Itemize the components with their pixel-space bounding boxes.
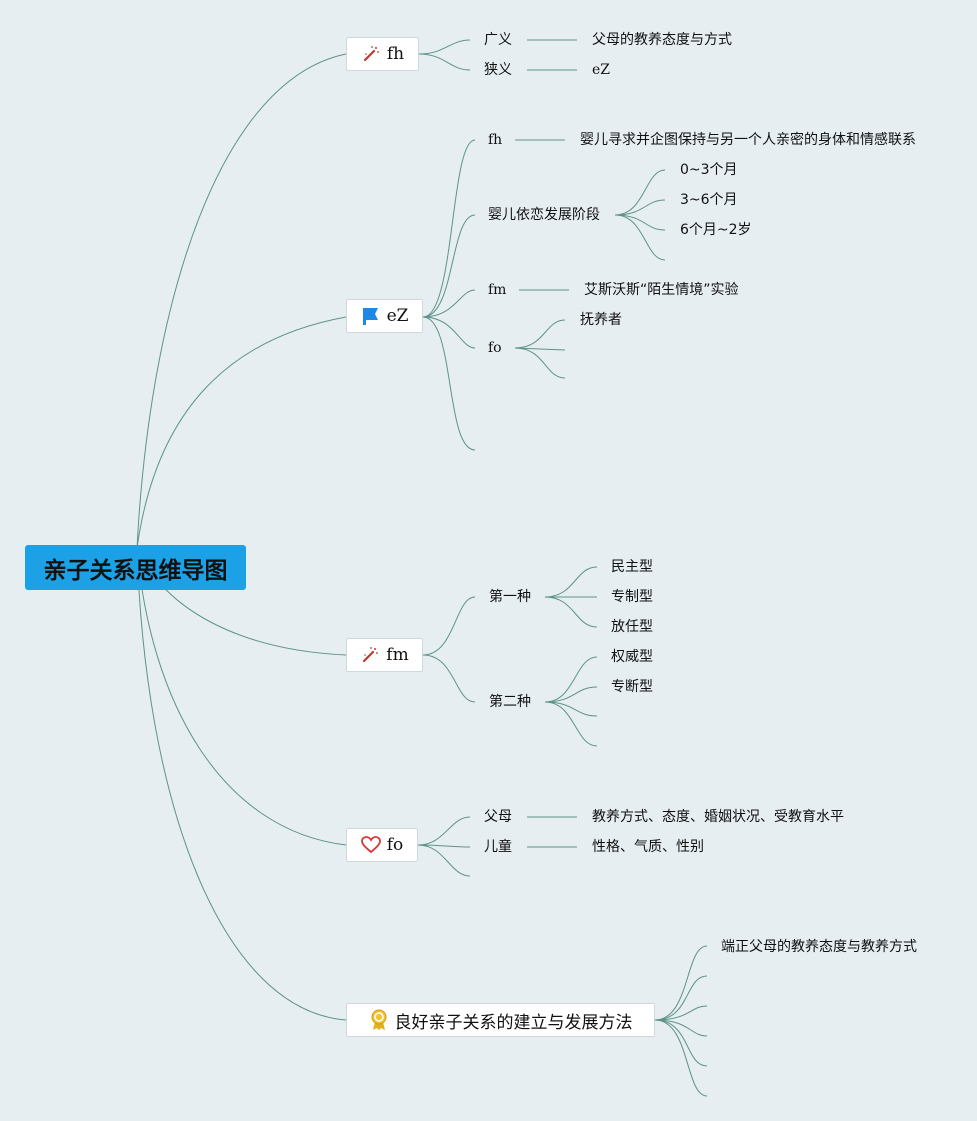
node-item[interactable]: 专制型 [611, 589, 653, 605]
node-item[interactable]: 端正父母的教养态度与教养方式 [721, 939, 917, 955]
node-second-type[interactable]: 第二种 [489, 694, 531, 710]
node-first-type[interactable]: 第一种 [489, 589, 531, 605]
node-detail[interactable]: 父母的教养态度与方式 [592, 32, 732, 48]
node-parents[interactable]: 父母 [484, 809, 512, 825]
edge-root-fh [136, 53, 347, 549]
topic-label: fo [386, 835, 404, 855]
topic-label: fh [386, 44, 405, 64]
flag-icon [361, 306, 381, 326]
node-guangyi[interactable]: 广义 [484, 32, 512, 48]
topic-label: fm [386, 645, 409, 665]
node-item[interactable]: 3~6个月 [680, 192, 738, 208]
magic-wand-icon [361, 44, 381, 64]
node-children[interactable]: 儿童 [484, 839, 512, 855]
node-item[interactable]: 0~3个月 [680, 162, 738, 178]
topic-relationship-methods[interactable]: 良好亲子关系的建立与发展方法 [346, 1003, 655, 1037]
node-detail[interactable]: 婴儿寻求并企图保持与另一个人亲密的身体和情感联系 [580, 132, 916, 148]
magic-wand-icon [360, 645, 380, 665]
node-item[interactable]: 权威型 [611, 649, 653, 665]
node-detail[interactable]: 性格、气质、性别 [592, 839, 704, 855]
heart-icon [360, 835, 381, 855]
node-xiayi[interactable]: 狭义 [484, 62, 512, 78]
node-attachment-stages[interactable]: 婴儿依恋发展阶段 [488, 207, 600, 223]
edge-root-eZ [136, 316, 347, 549]
topic-label: 良好亲子关系的建立与发展方法 [394, 1012, 633, 1033]
topic-label: eZ [386, 306, 409, 326]
node-item[interactable]: 放任型 [611, 619, 653, 635]
node-detail[interactable]: 教养方式、态度、婚姻状况、受教育水平 [592, 809, 844, 825]
topic-fh[interactable]: fh [346, 37, 419, 71]
topic-fo[interactable]: fo [346, 828, 418, 862]
node-fh[interactable]: fh [488, 132, 503, 148]
node-fo[interactable]: fo [488, 340, 502, 356]
node-detail[interactable]: 艾斯沃斯“陌生情境”实验 [584, 282, 739, 298]
node-item[interactable]: 民主型 [611, 559, 653, 575]
award-ribbon-icon [369, 1009, 389, 1030]
node-item[interactable]: 专断型 [611, 679, 653, 695]
topic-eZ[interactable]: eZ [346, 299, 423, 333]
root-topic-label: 亲子关系思维导图 [43, 557, 228, 584]
node-detail[interactable]: eZ [592, 62, 611, 78]
node-item[interactable]: 抚养者 [580, 312, 622, 328]
root-topic[interactable]: 亲子关系思维导图 [25, 545, 246, 590]
node-item[interactable]: 6个月~2岁 [680, 222, 752, 238]
node-fm[interactable]: fm [488, 282, 507, 298]
edge-root-method [136, 547, 347, 1021]
topic-fm[interactable]: fm [346, 638, 423, 672]
edge-root-fo [136, 547, 347, 846]
